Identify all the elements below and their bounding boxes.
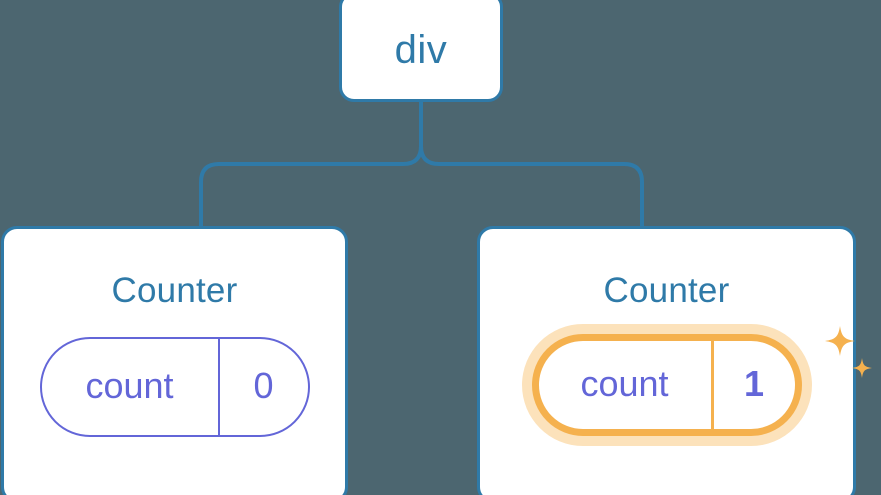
state-key-label: count — [539, 341, 714, 429]
state-value-label: 1 — [743, 362, 765, 404]
edge-div-to-right-counter — [419, 99, 644, 230]
counter-left-state-row: count 0 — [4, 337, 345, 437]
node-counter-left[interactable]: Counter count 0 — [1, 226, 348, 495]
counter-right-state-row: count 1 — [480, 334, 853, 436]
state-pill-count-0[interactable]: count 0 — [39, 337, 310, 437]
node-counter-right[interactable]: Counter count 1 — [477, 226, 872, 495]
node-div-label: div — [394, 28, 448, 72]
state-pill-count-1-highlighted[interactable]: count 1 — [531, 334, 802, 436]
state-value-label: 0 — [253, 364, 274, 406]
counter-left-title: Counter — [111, 271, 238, 310]
counter-right-title: Counter — [603, 271, 730, 310]
state-key-label: count — [42, 339, 220, 435]
edge-div-to-left-counter — [199, 99, 423, 230]
node-div[interactable]: div — [339, 0, 503, 102]
